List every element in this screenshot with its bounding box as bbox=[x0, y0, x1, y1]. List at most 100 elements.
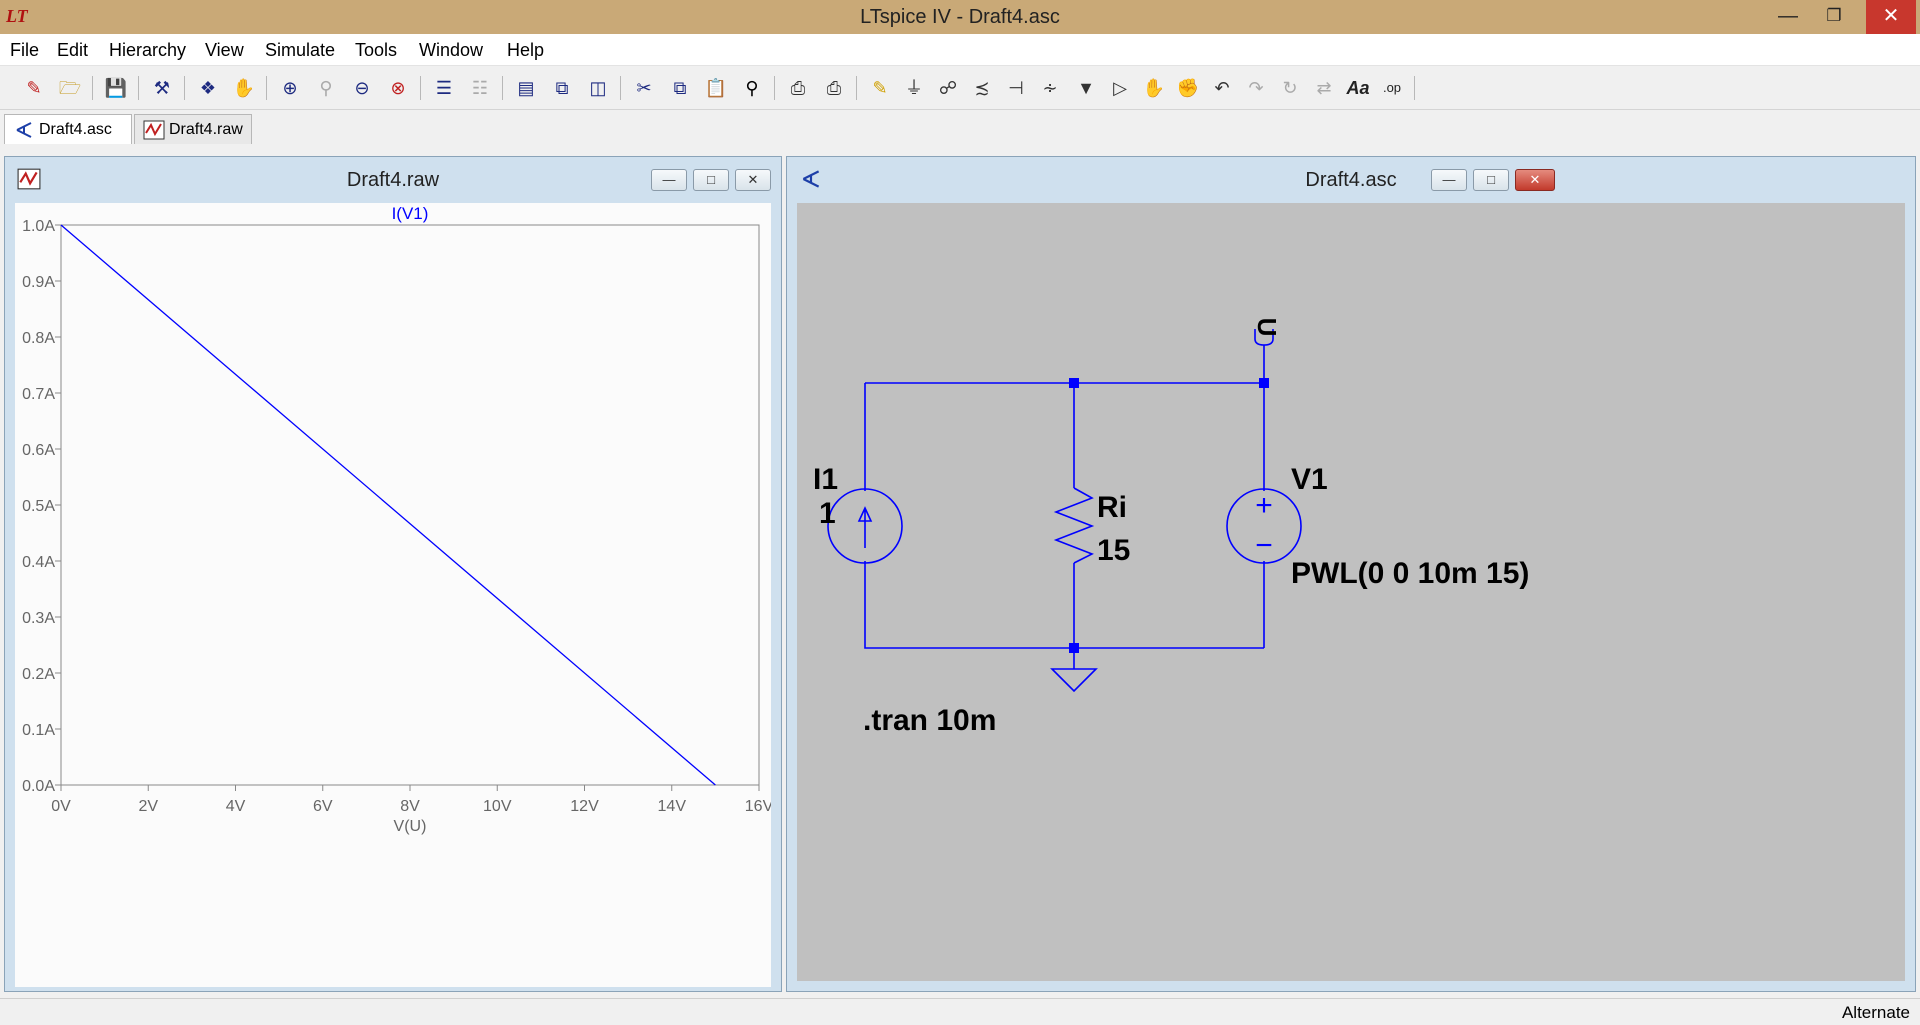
drag-icon[interactable]: ✊ bbox=[1176, 78, 1200, 98]
zoom-full-icon[interactable]: ⚲ bbox=[319, 78, 333, 98]
close-button[interactable]: ✕ bbox=[1866, 0, 1916, 34]
waveform-icon bbox=[17, 168, 41, 190]
move-icon[interactable]: ✋ bbox=[1142, 78, 1166, 98]
redo-icon[interactable]: ↷ bbox=[1248, 78, 1264, 98]
open-icon[interactable]: 🗁 bbox=[58, 78, 82, 98]
zoom-in-icon[interactable]: ⊕ bbox=[282, 78, 298, 98]
ground-symbol[interactable] bbox=[1050, 668, 1098, 693]
autorange-icon[interactable]: ⊗ bbox=[390, 78, 406, 98]
circuit-drawing[interactable]: I1 1 Ri 15 V1 PWL(0 0 10m 15) .tran 10m … bbox=[797, 203, 1905, 981]
print-setup-icon[interactable]: ⎙ bbox=[790, 78, 806, 98]
plot-window-title: Draft4.raw bbox=[346, 169, 440, 191]
delete-pane-icon[interactable]: ☷ bbox=[471, 78, 489, 98]
menu-hierarchy[interactable]: Hierarchy bbox=[109, 40, 187, 60]
diode-icon[interactable]: ▼ bbox=[1077, 78, 1095, 98]
menu-tools[interactable]: Tools bbox=[355, 40, 398, 60]
minimize-button[interactable]: — bbox=[1778, 5, 1798, 27]
schematic-icon bbox=[802, 170, 820, 188]
schematic-window[interactable]: Draft4.asc — □ ✕ bbox=[786, 156, 1916, 992]
menu-simulate[interactable]: Simulate bbox=[265, 40, 336, 60]
capacitor-icon[interactable]: ⊣ bbox=[1008, 78, 1024, 98]
plot-close-button[interactable]: ✕ bbox=[735, 169, 771, 191]
junction-dot bbox=[1069, 378, 1079, 388]
label-net-icon[interactable]: ☍ bbox=[938, 78, 958, 98]
ltspice-logo-icon: LT bbox=[6, 6, 28, 26]
menu-edit[interactable]: Edit bbox=[57, 40, 89, 60]
i1-value: 1 bbox=[819, 497, 836, 530]
cut-icon[interactable]: ✂ bbox=[636, 78, 652, 98]
spice-directive-icon[interactable]: .op bbox=[1382, 80, 1402, 95]
ri-value: 15 bbox=[1097, 534, 1130, 567]
junction-dot bbox=[1259, 378, 1269, 388]
plot-pane-icon[interactable]: ☰ bbox=[435, 78, 453, 98]
component-icon[interactable]: ▷ bbox=[1113, 78, 1127, 98]
rotate-icon[interactable]: ↻ bbox=[1282, 78, 1298, 98]
x-tick-label: 6V bbox=[313, 798, 333, 815]
toolbar-separator bbox=[620, 76, 621, 100]
wire-icon[interactable]: ✎ bbox=[872, 78, 888, 98]
status-text: Alternate bbox=[1841, 1003, 1910, 1022]
plot-window-caption[interactable]: Draft4.raw — □ ✕ bbox=[5, 157, 781, 199]
y-tick-label: 0.6A bbox=[22, 442, 55, 459]
print-icon[interactable]: ⎙ bbox=[826, 78, 842, 98]
x-axis-label[interactable]: V(U) bbox=[394, 818, 427, 835]
tran-directive[interactable]: .tran 10m bbox=[863, 704, 996, 737]
copy-icon[interactable]: ⧉ bbox=[673, 78, 687, 98]
v1-minus-sign: − bbox=[1255, 529, 1273, 562]
ri-name: Ri bbox=[1097, 491, 1127, 524]
toolbar-separator bbox=[502, 76, 503, 100]
pan-icon[interactable]: ✋ bbox=[232, 78, 256, 98]
y-tick-label: 0.8A bbox=[22, 330, 55, 347]
wire-left[interactable] bbox=[864, 383, 1264, 649]
menu-view[interactable]: View bbox=[205, 40, 244, 60]
v1-plus-sign: + bbox=[1255, 489, 1273, 522]
net-label-u[interactable]: U bbox=[1252, 318, 1282, 337]
new-schematic-icon[interactable]: ✎ bbox=[26, 78, 42, 98]
y-tick-label: 0.5A bbox=[22, 498, 55, 515]
current-source-i1[interactable] bbox=[827, 488, 903, 564]
trace-title[interactable]: I(V1) bbox=[392, 204, 429, 223]
schematic-minimize-button[interactable]: — bbox=[1431, 169, 1467, 191]
schematic-canvas[interactable]: I1 1 Ri 15 V1 PWL(0 0 10m 15) .tran 10m … bbox=[797, 203, 1905, 981]
schematic-close-button[interactable]: ✕ bbox=[1515, 169, 1555, 191]
ground-icon[interactable]: ⏚ bbox=[905, 78, 923, 98]
trace-line[interactable] bbox=[60, 224, 716, 786]
voltage-source-v1[interactable] bbox=[1226, 488, 1302, 564]
tile-vertical-icon[interactable]: ◫ bbox=[589, 78, 607, 98]
maximize-button[interactable]: ❐ bbox=[1826, 6, 1842, 25]
run-icon[interactable]: ❖ bbox=[199, 78, 217, 98]
menu-file[interactable]: File bbox=[10, 40, 40, 60]
toolbar-separator bbox=[1414, 76, 1415, 100]
zoom-out-icon[interactable]: ⊖ bbox=[354, 78, 370, 98]
v1-value: PWL(0 0 10m 15) bbox=[1291, 557, 1529, 590]
menu-help[interactable]: Help bbox=[507, 40, 545, 60]
menu-bar: File Edit Hierarchy View Simulate Tools … bbox=[0, 34, 1920, 66]
v1-name: V1 bbox=[1291, 463, 1328, 496]
text-icon[interactable]: Aa bbox=[1346, 78, 1370, 98]
document-tab-bar: Draft4.asc Draft4.raw bbox=[0, 112, 1920, 146]
schematic-maximize-button[interactable]: □ bbox=[1473, 169, 1509, 191]
save-icon[interactable]: 💾 bbox=[104, 78, 128, 98]
find-icon[interactable]: ⚲ bbox=[745, 78, 759, 98]
undo-icon[interactable]: ↶ bbox=[1214, 78, 1230, 98]
resistor-ri[interactable] bbox=[1053, 487, 1095, 564]
window-title: LTspice IV - Draft4.asc bbox=[860, 6, 1060, 28]
cascade-icon[interactable]: ⧉ bbox=[555, 78, 569, 98]
inductor-icon[interactable]: ∻ bbox=[1042, 78, 1058, 98]
plot-minimize-button[interactable]: — bbox=[651, 169, 687, 191]
x-tick-label: 12V bbox=[570, 798, 599, 815]
tile-horizontal-icon[interactable]: ▤ bbox=[517, 78, 535, 98]
resistor-icon[interactable]: ≾ bbox=[974, 78, 990, 98]
schematic-window-caption[interactable]: Draft4.asc — □ ✕ bbox=[787, 157, 1915, 199]
menu-window[interactable]: Window bbox=[419, 40, 484, 60]
mirror-icon[interactable]: ⇄ bbox=[1316, 78, 1332, 98]
tab-draft4-asc[interactable]: Draft4.asc bbox=[4, 114, 132, 144]
paste-icon[interactable]: 📋 bbox=[704, 78, 728, 98]
plot-maximize-button[interactable]: □ bbox=[693, 169, 729, 191]
schematic-icon bbox=[16, 122, 32, 138]
control-panel-icon[interactable]: ⚒ bbox=[153, 78, 171, 98]
tab-draft4-raw[interactable]: Draft4.raw bbox=[134, 114, 252, 144]
